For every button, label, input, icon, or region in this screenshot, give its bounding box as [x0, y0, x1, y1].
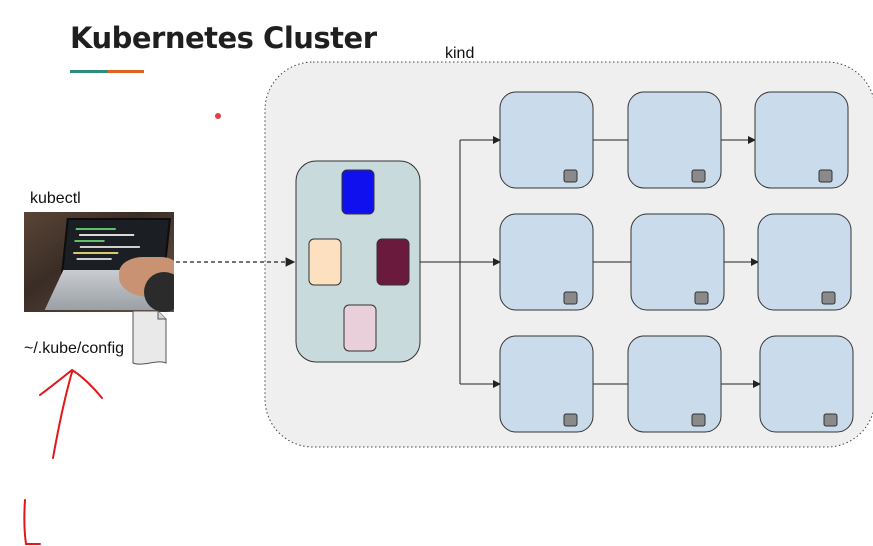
worker-node[interactable]	[630, 213, 725, 311]
container-icon	[563, 413, 578, 427]
watch	[144, 272, 174, 312]
slide-title: Kubernetes Cluster	[70, 21, 377, 55]
laptop-photo	[24, 212, 174, 312]
blue-component	[341, 169, 375, 215]
container-icon	[823, 413, 838, 427]
worker-node[interactable]	[759, 335, 854, 433]
worker-node[interactable]	[627, 91, 722, 189]
config-file-icon	[132, 310, 167, 365]
container-icon	[821, 291, 836, 305]
connector-lines	[420, 136, 761, 388]
pink-component	[343, 304, 377, 352]
container-icon	[818, 169, 833, 183]
container-icon	[691, 169, 706, 183]
maroon-component	[376, 238, 410, 286]
cluster-label: kind	[445, 45, 475, 62]
worker-node[interactable]	[754, 91, 849, 189]
hand-drawn-mark	[23, 499, 41, 545]
kubectl-label: kubectl	[30, 190, 81, 207]
worker-node[interactable]	[499, 213, 594, 311]
container-icon	[694, 291, 709, 305]
worker-node-grid	[499, 91, 854, 433]
container-icon	[691, 413, 706, 427]
peach-component	[308, 238, 342, 286]
worker-node[interactable]	[757, 213, 852, 311]
hand-drawn-arrow	[39, 368, 103, 459]
kubeconfig-label: ~/.kube/config	[24, 340, 125, 357]
worker-node[interactable]	[499, 335, 594, 433]
worker-node[interactable]	[627, 335, 722, 433]
title-accent-teal	[70, 70, 108, 73]
pointer-cursor-icon	[215, 113, 221, 119]
worker-node[interactable]	[499, 91, 594, 189]
container-icon	[563, 169, 578, 183]
container-icon	[563, 291, 578, 305]
title-accent-orange	[108, 70, 144, 73]
